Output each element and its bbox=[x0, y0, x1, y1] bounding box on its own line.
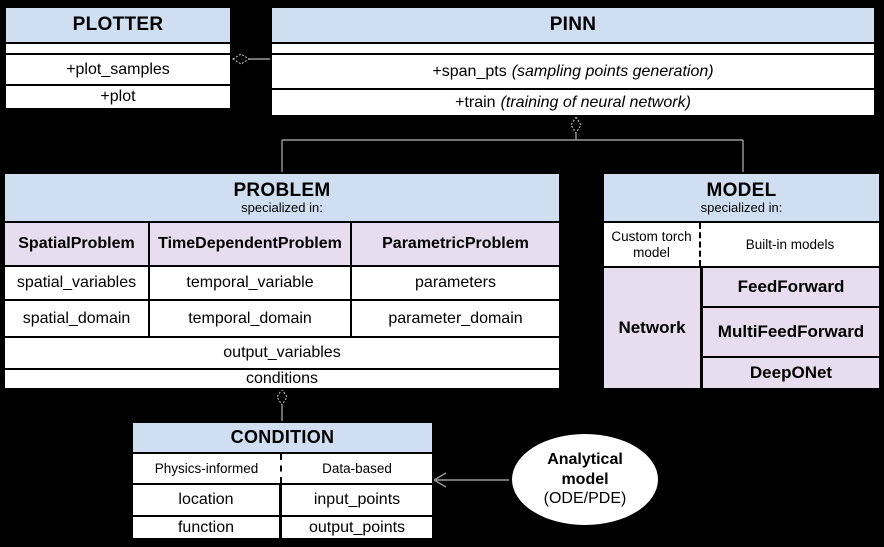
condition-cell: input_points bbox=[313, 491, 401, 508]
pinn-method-note: (training of neural network) bbox=[500, 93, 691, 111]
model-cell-network: Network bbox=[604, 268, 703, 388]
plotter-title: PLOTTER bbox=[72, 14, 164, 36]
model-subtitle: specialized in: bbox=[700, 199, 783, 215]
condition-cell: function bbox=[133, 517, 282, 538]
condition-cell: location bbox=[133, 485, 282, 515]
model-category-custom-torch: Custom torch model bbox=[604, 223, 701, 266]
problem-cell: temporal_variable bbox=[150, 267, 352, 299]
subclass-header-parametricproblem: ParametricProblem bbox=[352, 223, 559, 265]
problem-subclass-header-row: SpatialProblem TimeDependentProblem Para… bbox=[5, 223, 559, 267]
condition-row: location input_points bbox=[133, 485, 432, 517]
plotter-method-label: +plot_samples bbox=[66, 60, 170, 78]
problem-header: PROBLEM specialized in: bbox=[5, 174, 559, 223]
model-cell-feedforward: FeedForward bbox=[703, 268, 879, 308]
condition-header: CONDITION bbox=[133, 423, 432, 454]
model-body: Network FeedForward MultiFeedForward Dee… bbox=[604, 268, 879, 388]
pinn-header: PINN bbox=[272, 8, 874, 44]
pinn-title: PINN bbox=[549, 14, 597, 36]
class-box-model: MODEL specialized in: Custom torch model… bbox=[602, 172, 881, 390]
model-builtin-column: FeedForward MultiFeedForward DeepONet bbox=[703, 268, 879, 388]
condition-category-physics: Physics-informed bbox=[133, 454, 282, 483]
model-cell-deeponet: DeepONet bbox=[703, 358, 879, 388]
condition-title: CONDITION bbox=[230, 427, 335, 448]
problem-variables-row: spatial_variables temporal_variable para… bbox=[5, 267, 559, 301]
problem-conditions-row: conditions bbox=[5, 370, 559, 388]
model-category-builtin: Built-in models bbox=[745, 236, 835, 252]
pinn-method-row: +train (training of neural network) bbox=[272, 90, 874, 115]
analytical-model-ellipse: Analytical model (ODE/PDE) bbox=[509, 431, 661, 528]
analytical-model-sublabel: (ODE/PDE) bbox=[543, 490, 627, 508]
analytical-model-label: Analytical bbox=[547, 451, 623, 469]
condition-category-row: Physics-informed Data-based bbox=[133, 454, 432, 485]
class-box-plotter: PLOTTER +plot_samples +plot bbox=[4, 6, 232, 110]
arrowhead-condition-icon bbox=[432, 472, 447, 488]
pinn-method-note: (sampling points generation) bbox=[511, 62, 714, 80]
model-header: MODEL specialized in: bbox=[604, 174, 879, 223]
pinn-method-name: +span_pts bbox=[432, 62, 507, 80]
problem-shared-cell: output_variables bbox=[223, 344, 341, 361]
pinn-method-row: +span_pts (sampling points generation) bbox=[272, 55, 874, 90]
problem-subtitle: specialized in: bbox=[241, 199, 323, 215]
subclass-header-spatialproblem: SpatialProblem bbox=[5, 223, 150, 265]
condition-category-data: Data-based bbox=[322, 461, 392, 476]
subclass-header-timedependentproblem: TimeDependentProblem bbox=[150, 223, 352, 265]
plotter-method-row: +plot_samples bbox=[6, 55, 230, 86]
condition-cell: output_points bbox=[308, 518, 406, 536]
problem-cell: parameter_domain bbox=[388, 309, 523, 327]
model-title: MODEL bbox=[706, 179, 777, 201]
analytical-model-label: model bbox=[561, 470, 609, 488]
pinn-attributes-compartment bbox=[272, 44, 874, 55]
problem-cell: spatial_variables bbox=[5, 267, 150, 299]
problem-output-variables-row: output_variables bbox=[5, 338, 559, 370]
plotter-attributes-compartment bbox=[6, 44, 230, 55]
pinn-method-name: +train bbox=[455, 93, 496, 111]
problem-shared-cell: conditions bbox=[245, 370, 319, 387]
problem-cell: temporal_domain bbox=[150, 301, 352, 336]
aggregation-diamond-pinn bbox=[570, 115, 582, 135]
problem-title: PROBLEM bbox=[233, 179, 331, 201]
model-cell-multifeedforward: MultiFeedForward bbox=[703, 308, 879, 358]
problem-cell: spatial_domain bbox=[5, 301, 150, 336]
condition-row: function output_points bbox=[133, 517, 432, 538]
class-box-problem: PROBLEM specialized in: SpatialProblem T… bbox=[3, 172, 561, 390]
aggregation-diamond-plotter bbox=[231, 53, 251, 65]
problem-cell: parameters bbox=[415, 274, 496, 291]
plotter-header: PLOTTER bbox=[6, 8, 230, 44]
model-category-row: Custom torch model Built-in models bbox=[604, 223, 879, 268]
class-box-condition: CONDITION Physics-informed Data-based lo… bbox=[131, 421, 434, 540]
aggregation-diamond-problem bbox=[276, 387, 288, 407]
problem-domains-row: spatial_domain temporal_domain parameter… bbox=[5, 301, 559, 338]
plotter-method-row: +plot bbox=[6, 86, 230, 108]
class-box-pinn: PINN +span_pts (sampling points generati… bbox=[270, 6, 876, 117]
plotter-method-label: +plot bbox=[100, 88, 136, 105]
